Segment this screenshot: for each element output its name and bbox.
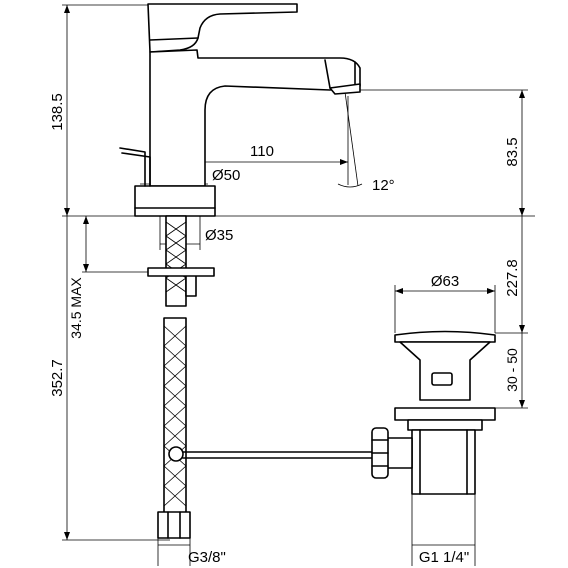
pop-up-drain xyxy=(371,330,496,495)
popup-rod xyxy=(119,147,146,187)
dim-hose-thread: G3/8" xyxy=(188,549,226,566)
dim-spout-reach: 110 xyxy=(250,143,274,160)
lever-handle xyxy=(147,3,298,53)
faucet-base xyxy=(134,185,216,217)
drain-flange xyxy=(394,330,496,343)
dim-plug-range: 30 - 50 xyxy=(504,348,520,392)
dimension-lines xyxy=(62,4,535,566)
dim-hose-length: 352.7 xyxy=(49,359,66,397)
hose-nut xyxy=(157,511,191,539)
dim-height-total: 138.5 xyxy=(49,93,66,131)
fixing-plate xyxy=(147,267,215,277)
dim-max-thickness: 34.5 MAX xyxy=(68,277,84,339)
dim-drain-diameter: Ø63 xyxy=(431,273,459,290)
drain-body xyxy=(411,429,476,495)
dim-spout-height: 83.5 xyxy=(504,137,521,166)
drain-slot xyxy=(431,372,453,386)
faucet xyxy=(119,3,361,217)
supply-hoses xyxy=(147,215,373,539)
dim-hole-diameter: Ø35 xyxy=(205,227,233,244)
flex-hose xyxy=(163,317,187,517)
dim-base-diameter: Ø50 xyxy=(212,167,240,184)
dim-drain-length: 227.8 xyxy=(504,259,521,297)
dim-angle: 12° xyxy=(372,177,395,194)
faucet-body xyxy=(149,49,361,187)
dim-drain-thread: G1 1/4" xyxy=(419,549,469,566)
